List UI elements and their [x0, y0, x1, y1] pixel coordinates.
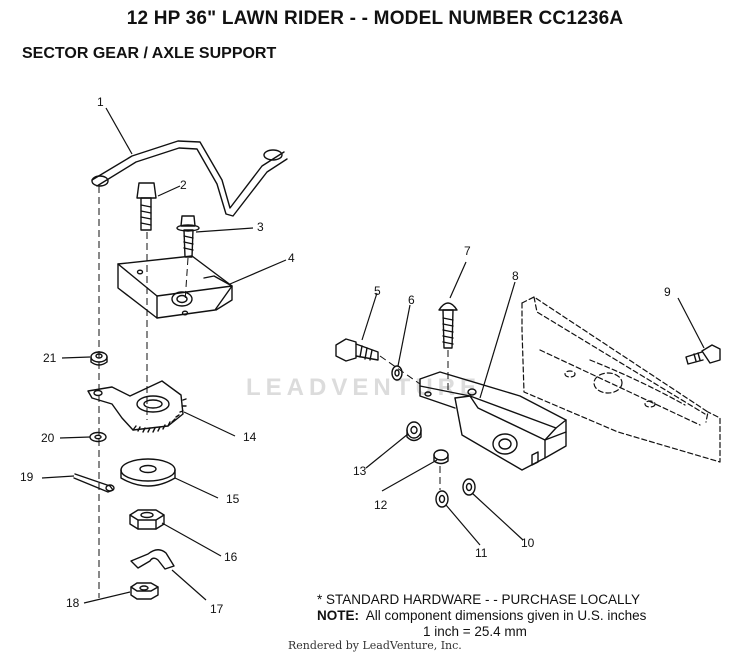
part-16-hex-nut [129, 509, 165, 530]
callout-1: 1 [97, 95, 104, 109]
callout-13: 13 [353, 464, 367, 478]
note-text: All component dimensions given in U.S. i… [365, 608, 647, 623]
callout-labels: 1 2 3 4 5 6 7 8 9 10 11 12 13 14 15 16 1… [20, 95, 671, 616]
part-4-bracket [117, 255, 233, 319]
standard-hardware-note: * STANDARD HARDWARE - - PURCHASE LOCALLY [317, 592, 641, 607]
part-20-washer [89, 431, 107, 443]
part-15-bushing [120, 458, 176, 487]
callout-8: 8 [512, 269, 519, 283]
callout-18: 18 [66, 596, 80, 610]
part-19-cotter-pin [73, 473, 115, 493]
callout-7: 7 [464, 244, 471, 258]
callout-12: 12 [374, 498, 388, 512]
callout-2: 2 [180, 178, 187, 192]
callout-20: 20 [41, 431, 55, 445]
part-9-bolt [685, 344, 721, 365]
notes-block: * STANDARD HARDWARE - - PURCHASE LOCALLY… [317, 592, 646, 640]
conversion-note: 1 inch = 25.4 mm [423, 624, 527, 639]
callout-11: 11 [475, 546, 488, 560]
page-subtitle: SECTOR GEAR / AXLE SUPPORT [22, 45, 277, 62]
part-11-washer [435, 490, 449, 508]
watermark: LEADVENTURE [246, 374, 482, 401]
part-3-flange-bolt [176, 215, 200, 258]
note-label: NOTE: [317, 608, 359, 623]
callout-21: 21 [43, 351, 57, 365]
part-12-nut [433, 449, 449, 465]
part-14-sector-gear [87, 380, 187, 433]
part-1-steering-rod [91, 140, 288, 217]
callout-16: 16 [224, 550, 238, 564]
part-18-nut [130, 582, 159, 600]
callout-10: 10 [521, 536, 535, 550]
callout-3: 3 [257, 220, 264, 234]
part-13-nut [406, 421, 422, 442]
part-10-washer [462, 478, 476, 496]
part-8-axle-support [419, 371, 567, 471]
dimension-note: NOTE: All component dimensions given in … [317, 608, 646, 624]
callout-15: 15 [226, 492, 240, 506]
part-5-bolt [335, 338, 379, 362]
callout-19: 19 [20, 470, 34, 484]
footer-credit: Rendered by LeadVenture, Inc. [288, 639, 462, 652]
part-6-washer [391, 365, 403, 381]
callout-14: 14 [243, 430, 257, 444]
callout-4: 4 [288, 251, 295, 265]
leader-lines [41, 107, 705, 604]
callout-6: 6 [408, 293, 415, 307]
part-7-carriage-bolt [438, 302, 458, 349]
part-17-clamp [130, 549, 175, 570]
part-2-bolt [136, 182, 157, 231]
callout-5: 5 [374, 284, 381, 298]
page-title: 12 HP 36" LAWN RIDER - - MODEL NUMBER CC… [126, 8, 624, 29]
callout-9: 9 [664, 285, 671, 299]
axle-frame-outline [521, 296, 721, 463]
assembly-centerlines [98, 186, 449, 598]
callout-17: 17 [210, 602, 224, 616]
